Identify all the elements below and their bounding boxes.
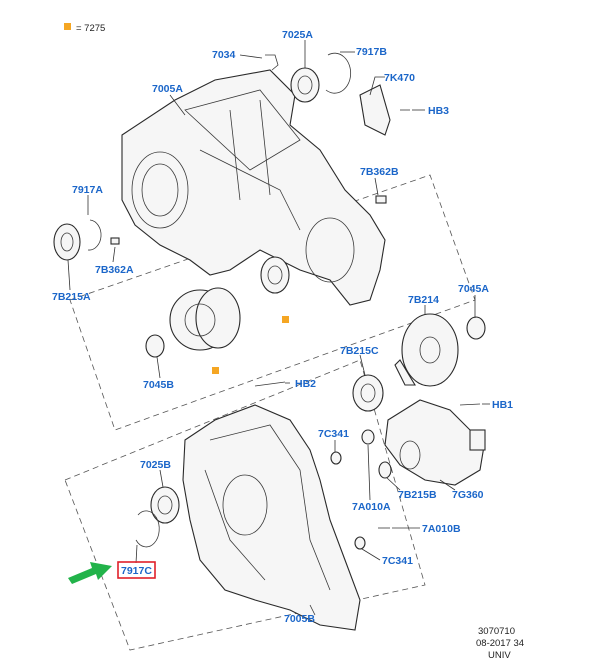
label-7B215C: 7B215C [340,345,379,357]
label-7917B: 7917B [356,46,387,58]
marker-7275-a [282,316,289,323]
flange-7B214 [394,313,459,387]
label-7B362B: 7B362B [360,166,399,178]
plug-7C341-upper [330,451,342,465]
label-7025B: 7025B [140,459,171,471]
label-7917C: 7917C [121,565,152,577]
nut-7045A [466,316,486,340]
plug-7A010A [361,429,375,445]
snap-ring-7917A [87,219,102,251]
bolt-HB2 [254,381,286,387]
label-7025A: 7025A [282,29,313,41]
footer-line2: 08-2017 34 [476,638,524,649]
label-7045A: 7045A [458,283,489,295]
seal-7B215A [53,223,81,261]
plate-7K470 [359,84,391,136]
label-HB1: HB1 [492,399,513,411]
label-7B215B: 7B215B [398,489,437,501]
plug-7C341-lower [354,536,366,550]
lower-housing-7005B [182,404,361,631]
nut-7045B [145,334,165,358]
label-7B215A: 7B215A [52,291,91,303]
label-HB3: HB3 [428,105,449,117]
label-7005B: 7005B [284,613,315,625]
label-7005A: 7005A [152,83,183,95]
label-7B362A: 7B362A [95,264,134,276]
legend-marker [64,23,71,30]
seal-7B215C [352,374,384,412]
snap-ring-7917C [135,510,160,548]
label-7045B: 7045B [143,379,174,391]
label-7C341-upper: 7C341 [318,428,349,440]
marker-7275-b [212,367,219,374]
label-7B214: 7B214 [408,294,439,306]
label-7034: 7034 [212,49,236,61]
highlight-box [117,561,156,579]
upper-housing-7005A [121,69,386,306]
actuator-motor-7G360 [384,399,486,486]
label-7917A: 7917A [72,184,103,196]
seal-7025B [150,486,180,524]
legend-code: = 7275 [76,23,105,34]
lower-group-outline [64,359,426,651]
highlight-arrow [68,562,112,584]
snap-ring-7917B [325,52,352,94]
cover-drum [169,287,241,351]
label-7A010B: 7A010B [422,523,461,535]
label-7G360: 7G360 [452,489,484,501]
pipe-7034 [265,54,279,71]
label-7K470: 7K470 [384,72,415,84]
bolt-HB1 [459,403,481,406]
label-7C341-lower: 7C341 [382,555,413,567]
footer-line1: 3070710 [478,626,515,637]
dowel-7B362B [375,195,387,204]
label-HB2: HB2 [295,378,316,390]
seal-center [260,256,290,294]
washer-7B215B [378,461,392,479]
dowel-7B362A [110,237,120,245]
label-7A010A: 7A010A [352,501,391,513]
seal-7025A [290,67,320,103]
footer-line3: UNIV [488,650,511,661]
